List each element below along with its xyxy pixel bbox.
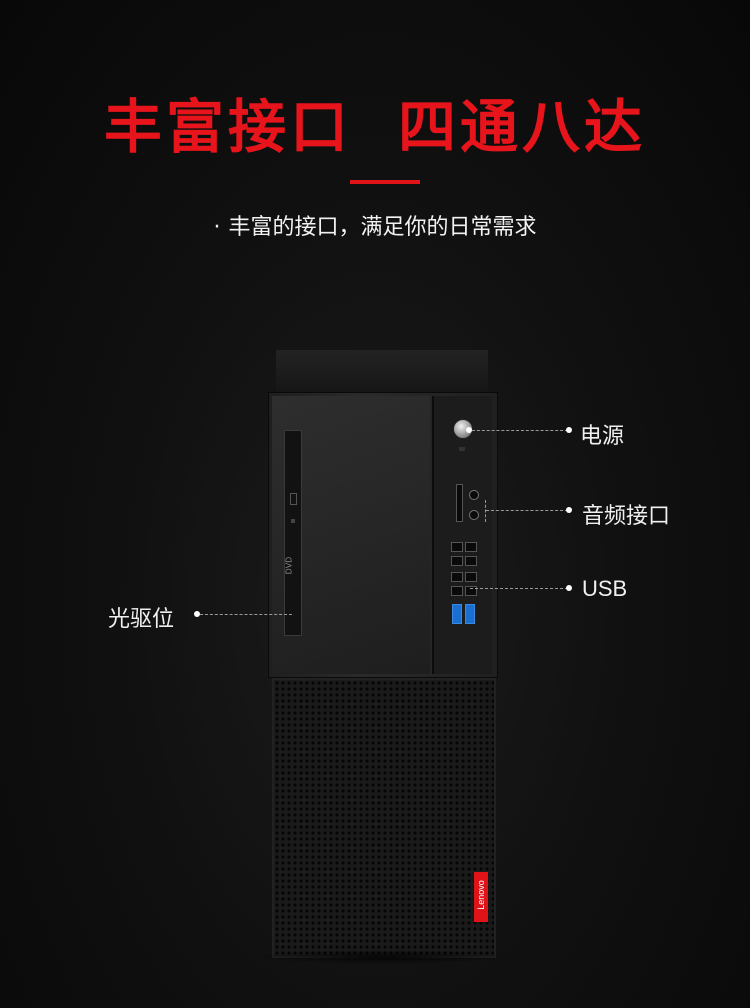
- floor-shadow: [250, 950, 514, 964]
- usb-port: [465, 586, 477, 596]
- drive-led: [291, 519, 295, 523]
- microphone-jack: [469, 510, 479, 520]
- subtitle-text: 丰富的接口，满足你的日常需求: [228, 215, 537, 240]
- usb-port: [465, 572, 477, 582]
- io-panel: [432, 396, 492, 674]
- optical-callout-dot: [194, 611, 200, 617]
- headline: 丰富接口四通八达: [0, 80, 750, 164]
- audio-leader-line: [486, 510, 568, 511]
- dvd-logo: DVD: [284, 556, 294, 575]
- desktop-tower: DVD Lenovo: [266, 350, 498, 958]
- eject-button: [290, 493, 297, 505]
- usb3-port: [452, 604, 462, 624]
- power-button: [453, 419, 473, 439]
- usb-port: [451, 542, 463, 552]
- optical-leader-line: [200, 614, 292, 615]
- usb-port: [451, 572, 463, 582]
- usb3-port: [465, 604, 475, 624]
- usb-callout-dot: [566, 585, 572, 591]
- lenovo-logo-text: Lenovo: [476, 880, 486, 910]
- hdd-led: [459, 447, 465, 451]
- power-callout-dot: [466, 427, 472, 433]
- tower-top-cap: [276, 350, 488, 394]
- front-mesh-grille: [272, 678, 496, 958]
- subtitle-bullet: ·: [213, 215, 221, 240]
- headphone-jack: [469, 490, 479, 500]
- usb-callout-label: USB: [582, 576, 628, 601]
- optical-drive-bay: DVD: [284, 430, 302, 636]
- card-reader-slot: [456, 484, 463, 522]
- usb-port: [465, 542, 477, 552]
- power-callout-end-dot: [566, 427, 572, 433]
- title-underline: [350, 180, 420, 184]
- headline-right: 四通八达: [398, 93, 647, 161]
- power-callout-label: 电源: [580, 424, 625, 449]
- lenovo-logo: Lenovo: [474, 872, 488, 922]
- audio-callout-dot: [566, 507, 572, 513]
- power-leader-line: [472, 430, 568, 431]
- usb-leader-line: [470, 588, 568, 589]
- audio-callout-label: 音频接口: [582, 504, 671, 529]
- headline-left: 丰富接口: [103, 93, 352, 161]
- usb-port: [451, 556, 463, 566]
- optical-callout-label: 光驱位: [108, 607, 175, 632]
- audio-bracket: [485, 500, 486, 522]
- usb-port: [465, 556, 477, 566]
- subtitle: · 丰富的接口，满足你的日常需求: [0, 209, 750, 241]
- usb-port: [451, 586, 463, 596]
